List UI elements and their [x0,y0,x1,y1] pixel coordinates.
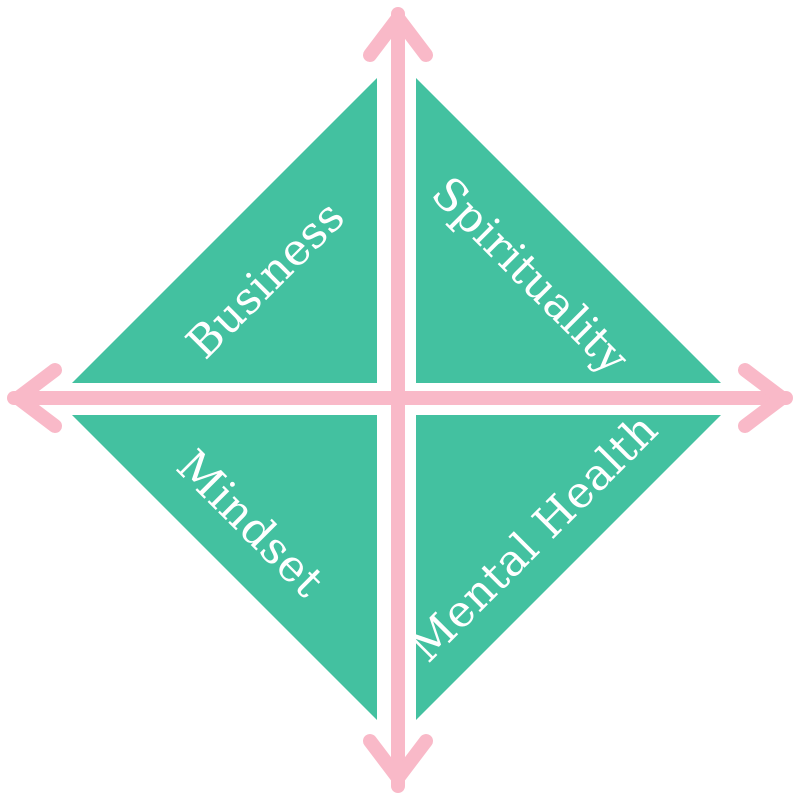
arrow-up-icon [363,11,433,62]
arrow-down-icon [363,734,433,785]
arrow-right-icon [738,363,789,433]
arrow-left-icon [11,363,62,433]
quadrant-top-right [416,78,721,383]
quadrant-top-left [72,78,377,383]
quadrant-bottom-right [416,415,721,720]
quadrant-bottom-left [72,415,377,720]
